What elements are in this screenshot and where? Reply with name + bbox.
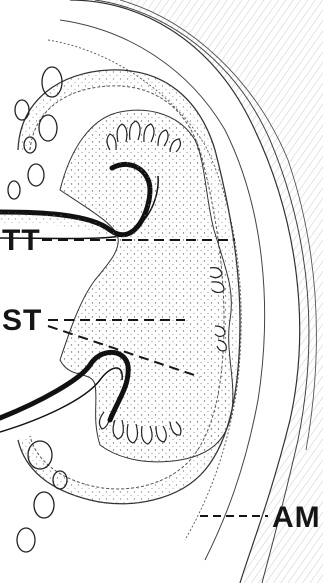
label-st: ST: [2, 306, 42, 336]
label-am: AM: [272, 503, 321, 533]
label-tt: TT: [2, 226, 41, 256]
